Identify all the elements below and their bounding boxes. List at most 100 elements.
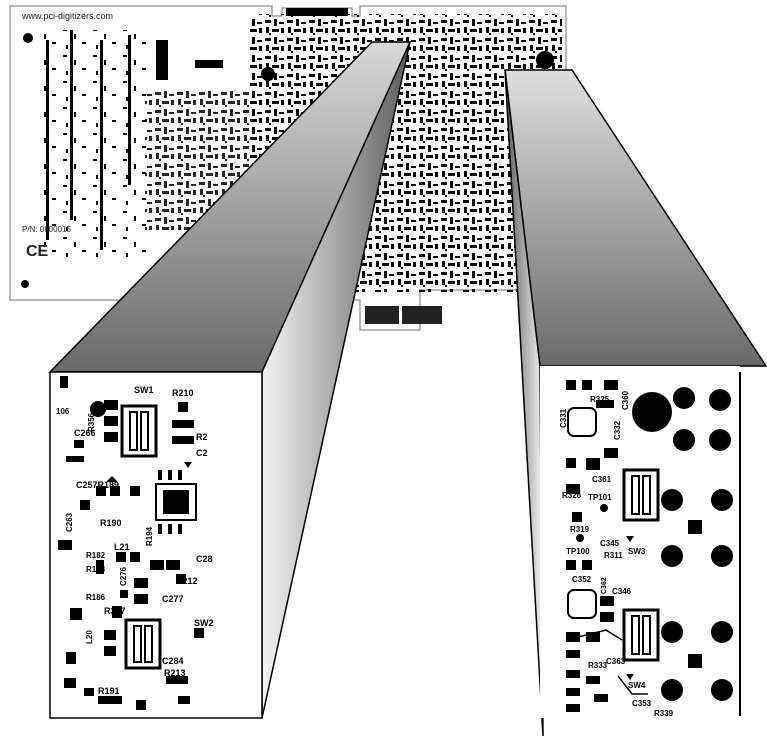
capacitor — [178, 696, 190, 704]
label-c331: C331 — [559, 408, 568, 428]
test-point-tp101 — [600, 504, 608, 512]
ic-pin — [168, 524, 172, 534]
top-connector — [286, 8, 348, 16]
label-c352: C352 — [572, 575, 592, 584]
label-c361: C361 — [592, 475, 612, 484]
capacitor — [104, 432, 118, 442]
ic-u — [163, 490, 189, 514]
capacitor — [600, 612, 614, 622]
switch-sw2-lever — [133, 625, 142, 663]
label-r326: R326 — [562, 491, 582, 500]
connector-pad — [688, 654, 702, 668]
resistor — [586, 632, 600, 642]
capacitor — [70, 608, 82, 620]
right-zoom-beam — [504, 69, 767, 737]
label-r213: R213 — [164, 668, 186, 678]
connector-pad — [688, 520, 702, 534]
capacitor — [58, 540, 72, 550]
capacitor — [600, 596, 614, 606]
resistor — [172, 420, 194, 428]
capacitor — [84, 688, 94, 696]
connector-pin — [711, 621, 733, 643]
capacitor — [604, 448, 618, 458]
label-r325: R325 — [590, 395, 610, 404]
capacitor — [566, 380, 576, 390]
right-beam-top-face — [504, 69, 767, 367]
connector-pin — [673, 429, 695, 451]
capacitor — [66, 652, 76, 664]
resistor — [566, 632, 580, 642]
ic-pin — [158, 470, 162, 480]
label-r191: R191 — [98, 686, 120, 696]
capacitor — [566, 458, 576, 468]
trimmer-pot — [567, 589, 597, 619]
label-r183: R183 — [86, 565, 106, 574]
test-point — [194, 628, 204, 638]
connector-pin — [661, 621, 683, 643]
resistor-column — [100, 40, 103, 250]
resistor — [98, 696, 122, 704]
inductor — [130, 552, 140, 562]
test-point-tp100 — [576, 534, 584, 542]
ic-pin — [168, 470, 172, 480]
label-r186: R186 — [86, 593, 106, 602]
capacitor — [96, 486, 106, 496]
capacitor — [178, 402, 188, 412]
trace — [565, 629, 623, 641]
left-zoom-beam — [48, 41, 412, 719]
connector-pin — [709, 389, 731, 411]
connector-hole — [536, 51, 554, 69]
inductor — [116, 552, 126, 562]
label-r319: R319 — [570, 525, 590, 534]
label-c345: C345 — [600, 539, 620, 548]
capacitor — [104, 416, 118, 426]
pin-marker — [626, 536, 634, 542]
label-sw4: SW4 — [628, 681, 646, 690]
switch-sw2-outline — [124, 618, 162, 670]
label-c263: C263 — [65, 512, 74, 532]
right-zoom-panel: C331 R325 C360 C332 C361 R326 TP101 R319… — [540, 366, 741, 718]
capacitor — [104, 630, 116, 640]
capacitor — [134, 578, 148, 588]
resistor-column — [70, 30, 73, 220]
switch-sw4-lever — [631, 615, 640, 655]
label-l20: L20 — [85, 630, 94, 644]
label-tp101: TP101 — [588, 493, 612, 502]
board-url: www.pci-digitizers.com — [21, 11, 113, 21]
label-c360: C360 — [621, 390, 630, 410]
ic-pin — [158, 524, 162, 534]
label-r333: R333 — [588, 661, 608, 670]
ic-chip — [156, 40, 168, 80]
left-zoom-panel: SW1 R210 106 R356 C266 R2 C2 C257R189 C2… — [49, 371, 263, 719]
label-r2: R2 — [196, 432, 208, 442]
trimmer-pot — [567, 407, 597, 437]
left-component-columns — [40, 30, 150, 260]
capacitor — [120, 590, 128, 598]
label-tp100: TP100 — [566, 547, 590, 556]
label-c257r189: C257R189 — [76, 480, 119, 490]
label-c266: C266 — [74, 428, 96, 438]
resistor — [572, 512, 582, 522]
label-r182: R182 — [86, 551, 106, 560]
capacitor — [74, 440, 84, 448]
capacitor — [176, 574, 186, 584]
resistor — [586, 676, 600, 684]
capacitor — [604, 380, 618, 390]
label-106: 106 — [56, 407, 70, 416]
label-c28: C28 — [196, 554, 213, 564]
connector-pin — [661, 679, 683, 701]
label-r356: R356 — [87, 412, 96, 432]
resistor — [566, 670, 580, 678]
label-r339: R339 — [654, 709, 674, 718]
connector-pin — [711, 679, 733, 701]
resistor — [594, 694, 608, 702]
switch-sw4-outline — [622, 608, 660, 662]
resistor — [566, 650, 580, 658]
pin-marker — [184, 462, 192, 468]
resistor-column — [128, 35, 131, 185]
resistor — [566, 688, 580, 696]
ic-u-outline — [155, 483, 197, 521]
label-c353: C353 — [632, 699, 652, 708]
label-c277: C277 — [162, 594, 184, 604]
